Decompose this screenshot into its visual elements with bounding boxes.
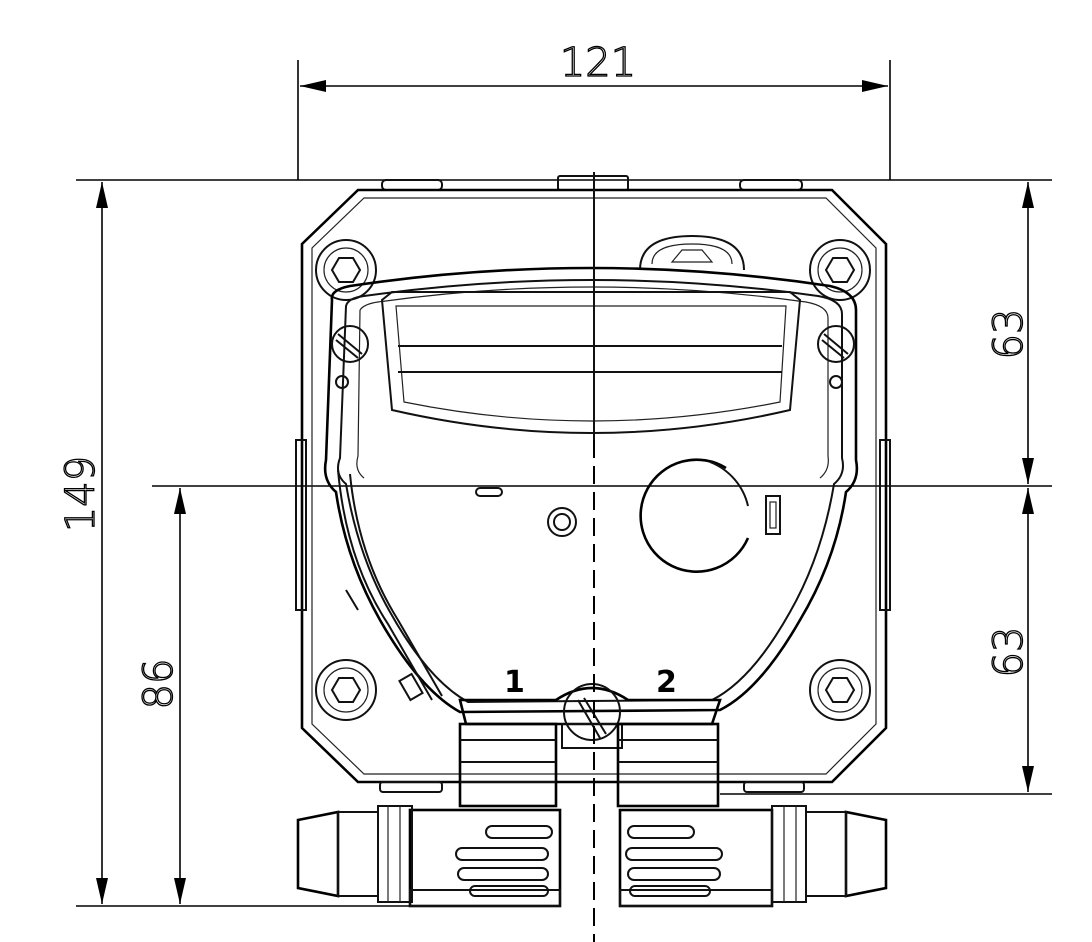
port-union bbox=[458, 683, 722, 749]
pump-body: 1 2 bbox=[295, 175, 891, 808]
center-plug bbox=[547, 507, 577, 537]
hex-bolt-top-left bbox=[315, 239, 377, 301]
hose-fitting-right bbox=[618, 805, 888, 908]
dimension-upper-height: 63 bbox=[985, 182, 1034, 484]
slotted-screw-left bbox=[331, 325, 369, 389]
dimension-width-label: 121 bbox=[560, 40, 636, 86]
hex-bolt-bottom-right bbox=[809, 659, 871, 721]
port-2-label: 2 bbox=[656, 665, 677, 700]
port-2-connector bbox=[616, 722, 720, 808]
dimension-lower-height: 63 bbox=[720, 488, 1052, 795]
hex-bolt-bottom-left bbox=[315, 659, 377, 721]
port-1-connector bbox=[458, 722, 558, 808]
top-fitting bbox=[639, 234, 745, 271]
hose-fitting-left bbox=[296, 805, 562, 908]
dimension-lower-height-label: 63 bbox=[986, 627, 1032, 678]
port-1-label: 1 bbox=[504, 665, 525, 700]
dimension-total-height-label: 149 bbox=[58, 456, 104, 532]
dimension-total-height: 149 bbox=[57, 179, 1052, 907]
dimension-axis-height-label: 86 bbox=[136, 659, 182, 710]
hex-bolt-top-right bbox=[809, 239, 871, 301]
slotted-screw-right bbox=[817, 325, 855, 389]
dimension-width: 121 bbox=[297, 39, 891, 180]
cable-clip bbox=[639, 458, 781, 573]
dimension-upper-height-label: 63 bbox=[986, 309, 1032, 360]
